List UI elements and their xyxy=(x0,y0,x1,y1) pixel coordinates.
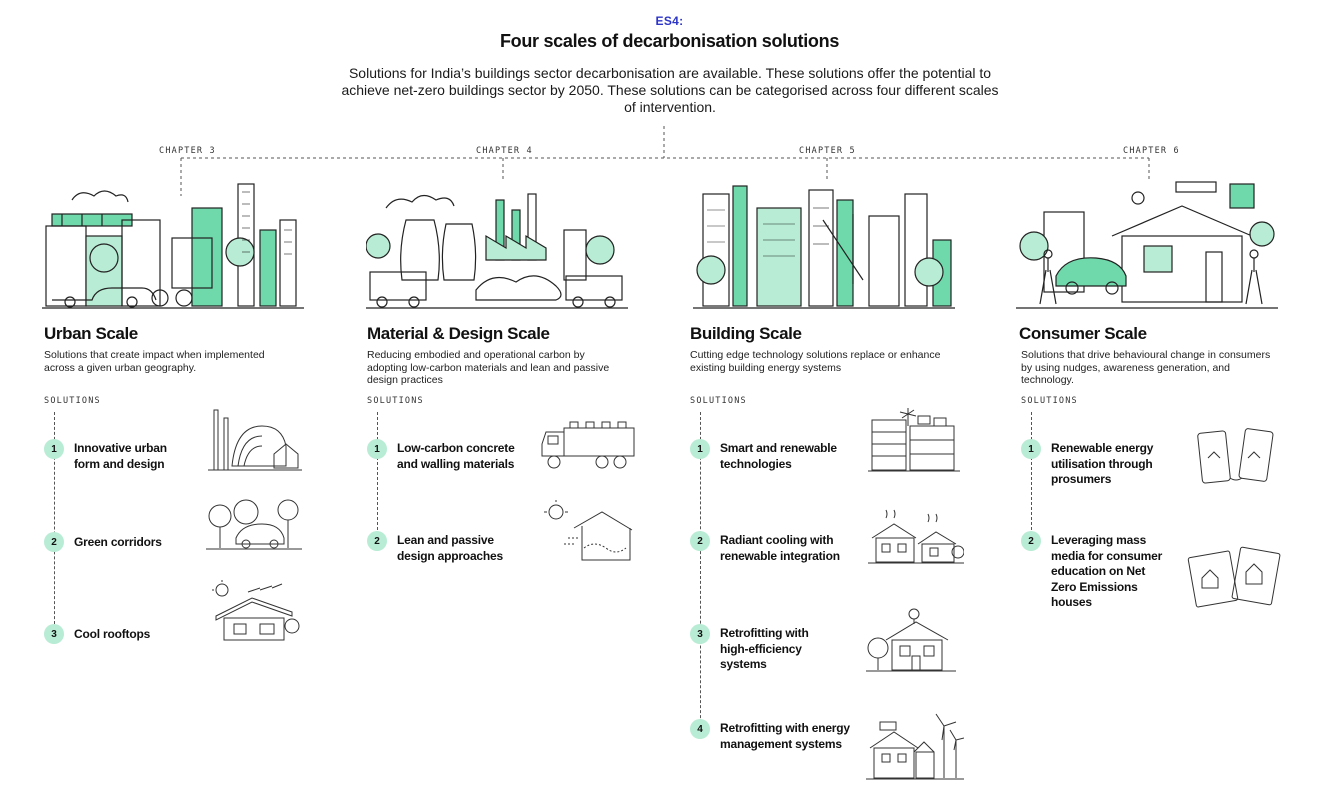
solution-label: Green corridors xyxy=(74,535,162,549)
scale-desc-consumer: Solutions that drive behavioural change … xyxy=(1021,349,1271,386)
solution-label: Innovative urban form and design xyxy=(74,441,167,471)
solution-number: 4 xyxy=(690,719,710,739)
green-corridor-icon xyxy=(206,499,302,550)
solution-number: 2 xyxy=(1021,531,1041,551)
passive-house-icon xyxy=(544,500,633,561)
solutions-label-consumer: SOLUTIONS xyxy=(1021,396,1078,406)
city-skyline-icon xyxy=(42,183,304,309)
scale-title-building: Building Scale xyxy=(690,324,802,343)
scale-title-urban: Urban Scale xyxy=(44,324,138,343)
page-title: Four scales of decarbonisation solutions xyxy=(499,31,840,51)
solutions-label-urban: SOLUTIONS xyxy=(44,396,101,406)
house-consumers-icon xyxy=(1016,181,1278,309)
solutions-line-urban xyxy=(54,412,55,634)
scale-desc-material: Reducing embodied and operational carbon… xyxy=(367,349,610,386)
scale-desc-urban: Solutions that create impact when implem… xyxy=(44,349,265,374)
scale-title-material: Material & Design Scale xyxy=(367,324,550,343)
solution-label: Radiant cooling with renewable integrati… xyxy=(720,533,840,563)
solutions-line-material xyxy=(377,412,378,540)
solution-label: Retrofitting with high-efficiency system… xyxy=(720,626,809,671)
smartphones-icon xyxy=(1197,428,1274,484)
scale-desc-building: Cutting edge technology solutions replac… xyxy=(690,349,941,374)
solution-number: 1 xyxy=(1021,439,1041,459)
solution-label: Cool rooftops xyxy=(74,627,151,641)
solution-number: 2 xyxy=(44,532,64,552)
factory-icon xyxy=(366,193,628,309)
solution-number: 1 xyxy=(44,439,64,459)
chapter-label-4: CHAPTER 4 xyxy=(472,146,537,156)
chapter-label-5: CHAPTER 5 xyxy=(795,146,860,156)
solution-label: Retrofitting with energy management syst… xyxy=(720,721,850,751)
buildings-icon xyxy=(693,185,955,309)
solution-label: Lean and passive design approaches xyxy=(397,533,503,563)
retrofit-house-icon xyxy=(866,608,956,672)
page-subtitle: Solutions for India’s buildings sector d… xyxy=(341,65,999,115)
solutions-label-building: SOLUTIONS xyxy=(690,396,747,406)
solution-number: 2 xyxy=(367,531,387,551)
media-tablets-icon xyxy=(1187,546,1281,608)
solution-label: Low-carbon concrete and walling material… xyxy=(397,441,515,471)
solution-number: 3 xyxy=(690,624,710,644)
solution-label: Smart and renewable technologies xyxy=(720,441,837,471)
wind-turbine-house-icon xyxy=(866,713,964,780)
radiant-cooling-icon xyxy=(868,509,964,564)
solutions-line-consumer xyxy=(1031,412,1032,540)
chapter-label-3: CHAPTER 3 xyxy=(155,146,220,156)
cool-rooftop-icon xyxy=(212,580,300,641)
solution-number: 1 xyxy=(690,439,710,459)
urban-form-icon xyxy=(208,409,302,471)
chapter-label-6: CHAPTER 6 xyxy=(1119,146,1184,156)
figure-tag: ES4: xyxy=(655,14,684,28)
solution-number: 2 xyxy=(690,531,710,551)
scale-title-consumer: Consumer Scale xyxy=(1019,324,1147,343)
smart-building-icon xyxy=(868,408,960,472)
solution-label: Leveraging mass media for consumer educa… xyxy=(1051,533,1163,609)
solution-number: 3 xyxy=(44,624,64,644)
solutions-line-building xyxy=(700,412,701,728)
solutions-label-material: SOLUTIONS xyxy=(367,396,424,406)
solution-label: Renewable energy utilisation through pro… xyxy=(1051,441,1154,486)
solution-number: 1 xyxy=(367,439,387,459)
truck-icon xyxy=(541,421,635,469)
